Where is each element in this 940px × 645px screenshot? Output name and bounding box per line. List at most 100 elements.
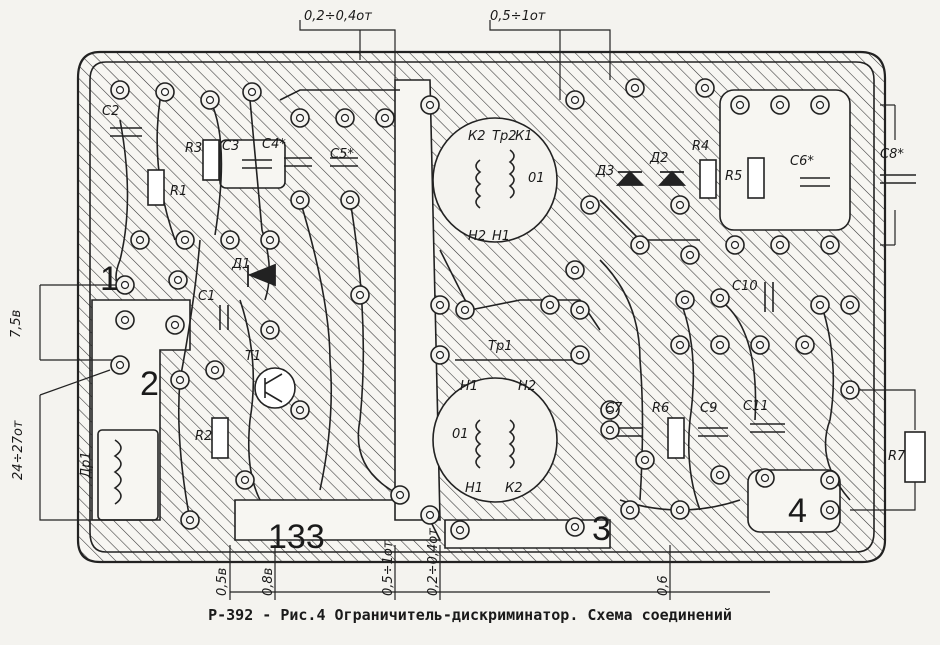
solder-pad-hole	[730, 240, 740, 250]
transformer-tp2-outline	[432, 117, 558, 243]
solder-pad-hole	[120, 315, 130, 325]
tp1-winding-n1-low: Н1	[465, 481, 483, 496]
label-c1: C1	[198, 289, 215, 304]
tp1-winding-01: 01	[452, 427, 469, 442]
label-tp2: Тр2	[492, 129, 516, 144]
label-d3: Д3	[595, 164, 614, 179]
label-r4: R4	[692, 139, 709, 154]
solder-pad-hole	[845, 300, 855, 310]
solder-pad-hole	[775, 100, 785, 110]
board-number: 133	[268, 518, 325, 556]
solder-pad-hole	[585, 200, 595, 210]
solder-pad-hole	[345, 195, 355, 205]
bottom-annotation-2: 0,8в	[261, 568, 276, 596]
solder-pad-hole	[340, 113, 350, 123]
side-annotation-voltage: 7,5в	[9, 310, 24, 338]
solder-pad-hole	[700, 83, 710, 93]
solder-pad-hole	[295, 405, 305, 415]
side-annotation-resistance: 24÷27от	[11, 420, 26, 480]
label-c3: C3	[222, 139, 239, 154]
solder-pad-hole	[640, 455, 650, 465]
bottom-annotation-4: 0,2÷0,4от	[426, 528, 441, 596]
label-c11: C11	[743, 399, 769, 414]
top-annotation-left: 0,2÷0,4от	[304, 9, 372, 24]
solder-pad-hole	[115, 360, 125, 370]
solder-pad-hole	[845, 385, 855, 395]
solder-pad-hole	[135, 235, 145, 245]
solder-pad-hole	[175, 375, 185, 385]
terminal-labels: 1 2 3 4 133	[100, 260, 807, 556]
solder-pad-hole	[240, 475, 250, 485]
solder-pad-hole	[120, 280, 130, 290]
solder-pad-hole	[460, 305, 470, 315]
label-r6: R6	[652, 401, 669, 416]
solder-pad-hole	[570, 522, 580, 532]
solder-pad-hole	[265, 325, 275, 335]
terminal-1: 1	[100, 260, 119, 298]
solder-pad-hole	[715, 340, 725, 350]
label-t1: T1	[245, 349, 261, 364]
terminal-2: 2	[140, 365, 159, 403]
solder-pad-hole	[575, 305, 585, 315]
solder-pad-hole	[755, 340, 765, 350]
solder-pad-hole	[605, 425, 615, 435]
label-c2: C2	[102, 104, 119, 119]
tp1-winding-n1: Н1	[460, 379, 478, 394]
label-r5: R5	[725, 169, 742, 184]
solder-pad-hole	[185, 515, 195, 525]
solder-pad-hole	[435, 300, 445, 310]
solder-pad-hole	[685, 250, 695, 260]
solder-pad-hole	[380, 113, 390, 123]
solder-pad-hole	[173, 275, 183, 285]
solder-pad-hole	[760, 473, 770, 483]
label-r3: R3	[185, 141, 202, 156]
solder-pad-hole	[210, 365, 220, 375]
transformer-tp1-outline	[432, 377, 558, 503]
label-c10: C10	[732, 279, 758, 294]
label-d2: Д2	[649, 151, 668, 166]
label-c5: C5*	[330, 147, 354, 162]
solder-pad-hole	[570, 265, 580, 275]
label-c7: C7	[605, 401, 623, 416]
solder-pad-hole	[160, 87, 170, 97]
solder-pad-hole	[605, 405, 615, 415]
solder-pad-hole	[825, 240, 835, 250]
solder-pad-hole	[775, 240, 785, 250]
solder-pad-hole	[815, 100, 825, 110]
tp1-winding-k2: К2	[505, 481, 523, 496]
solder-pad-hole	[247, 87, 257, 97]
label-d1: Д1	[231, 257, 250, 272]
label-c4: C4*	[262, 137, 286, 152]
top-annotation-right: 0,5÷1от	[490, 9, 546, 24]
solder-pad-hole	[825, 505, 835, 515]
bottom-annotation-3: 0,5÷1от	[381, 540, 396, 596]
solder-pad-hole	[180, 235, 190, 245]
solder-pad-hole	[715, 293, 725, 303]
terminal-4: 4	[788, 492, 807, 530]
solder-pad-hole	[735, 100, 745, 110]
solder-pad-hole	[825, 475, 835, 485]
terminal-3: 3	[592, 510, 611, 548]
solder-pad-hole	[170, 320, 180, 330]
solder-pad-hole	[225, 235, 235, 245]
solder-pad-hole	[675, 200, 685, 210]
bottom-annotation-1: 0,5в	[215, 568, 230, 596]
solder-pad-hole	[425, 510, 435, 520]
tp2-winding-k2: К2	[468, 129, 486, 144]
label-c6: C6*	[790, 154, 814, 169]
label-c8: C8*	[880, 147, 904, 162]
solder-pad-hole	[455, 525, 465, 535]
annotations: 0,2÷0,4от 0,5÷1от 7,5в 24÷27от 0,5в 0,8в…	[9, 9, 671, 596]
solder-pad-hole	[435, 350, 445, 360]
solder-pad-hole	[570, 95, 580, 105]
tp1-winding-n2: Н2	[518, 379, 536, 394]
solder-pad-hole	[815, 300, 825, 310]
tp2-winding-k1: К1	[515, 129, 533, 144]
solder-pad-hole	[395, 490, 405, 500]
solder-pad-hole	[355, 290, 365, 300]
label-r1: R1	[170, 184, 187, 199]
solder-pad-hole	[265, 235, 275, 245]
solder-pad-hole	[545, 300, 555, 310]
